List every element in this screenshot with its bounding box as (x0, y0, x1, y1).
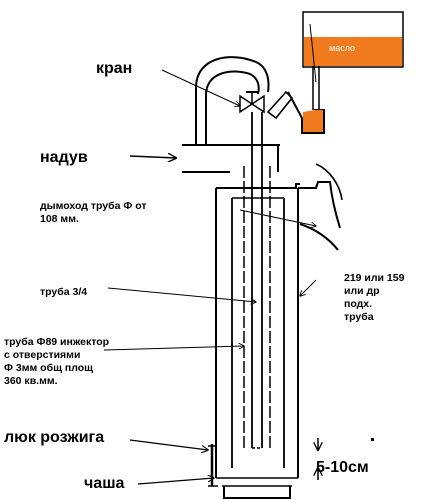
label-kran: кран (96, 60, 133, 77)
supply-pipe-curve (195, 56, 270, 145)
oil-funnel (266, 90, 325, 134)
label-truba-3-4: труба 3/4 (40, 286, 88, 298)
valve-icon (239, 91, 265, 114)
label-dymohod: дымоход труба Ф от 108 мм. (40, 200, 147, 226)
label-gap: 5-10см (316, 459, 369, 476)
label-outer-pipe: 219 или 159 или др подх. труба (344, 272, 405, 324)
label-oil-tank: масло (329, 43, 356, 53)
chimney-pipe (298, 181, 341, 251)
injector-tube (243, 166, 271, 448)
label-luk: люк розжига (4, 429, 105, 446)
burner-body (215, 188, 299, 478)
pipe-3-4 (251, 112, 263, 448)
leader-arrows (103, 23, 316, 485)
blower-pipe (182, 144, 280, 173)
label-injector: труба Ф89 инжектор с отверстиями Ф 3мм о… (4, 336, 110, 388)
bowl (216, 477, 298, 499)
label-chasha: чаша (84, 475, 125, 492)
oil-feed-tube (312, 66, 320, 110)
label-naduv: надув (40, 149, 88, 166)
gap-markers (318, 438, 374, 480)
oil-tank (302, 11, 404, 68)
